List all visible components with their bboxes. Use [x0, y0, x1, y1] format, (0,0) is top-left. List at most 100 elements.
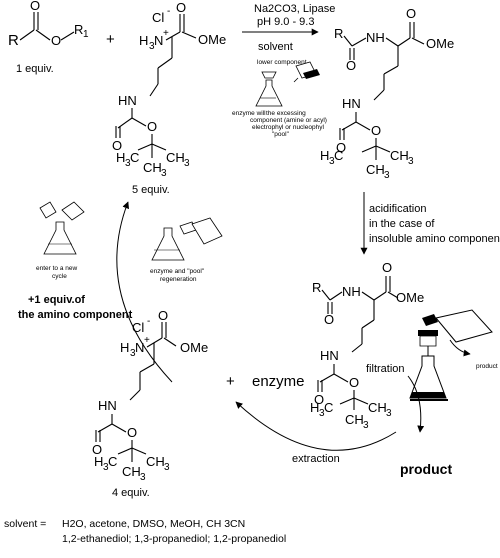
- svg-text:O: O: [336, 140, 346, 155]
- svg-text:CH: CH: [390, 148, 409, 163]
- amine-top-equiv: 5 equiv.: [132, 184, 170, 196]
- svg-text:HN: HN: [118, 93, 137, 108]
- svg-text:H: H: [120, 340, 129, 355]
- svg-text:O: O: [382, 260, 392, 275]
- solvent-key: solvent =: [4, 518, 47, 530]
- product-small-label: product: [476, 363, 498, 370]
- svg-text:3: 3: [329, 156, 335, 167]
- svg-text:3: 3: [384, 170, 390, 181]
- svg-text:CH: CH: [146, 454, 165, 469]
- svg-text:H: H: [94, 454, 103, 469]
- amine-salt-top: Cl - H 3 N + O OMe HN O O H 3 C CH 3 CH …: [112, 0, 226, 196]
- svg-text:3: 3: [161, 168, 167, 179]
- svg-text:3: 3: [125, 158, 131, 169]
- solvent-label: solvent: [258, 41, 293, 53]
- solvent-legend: solvent = H2O, acetone, DMSO, MeOH, CH 3C…: [4, 517, 496, 547]
- svg-text:-: -: [147, 316, 150, 327]
- ester-structure: R O O R 1 1 equiv.: [8, 0, 89, 75]
- svg-text:O: O: [158, 308, 168, 323]
- svg-text:O: O: [147, 119, 157, 134]
- reagent-line2: pH 9.0 - 9.3: [257, 16, 314, 28]
- plus-equiv-1: +1 equiv.of: [28, 294, 85, 306]
- new-cycle-flask-icon: [39, 201, 85, 255]
- reagent-line1: Na2CO3, Lipase: [254, 3, 335, 15]
- svg-text:O: O: [127, 425, 137, 440]
- svg-text:O: O: [406, 6, 416, 21]
- enzyme-note-4: electrophyl or nucleophyl: [252, 124, 324, 131]
- svg-text:CH: CH: [345, 412, 364, 427]
- svg-text:3: 3: [164, 462, 170, 473]
- svg-text:N: N: [154, 33, 163, 48]
- svg-text:3: 3: [140, 472, 146, 483]
- svg-text:Cl: Cl: [132, 320, 144, 335]
- svg-text:C: C: [108, 454, 117, 469]
- solvent-line-2: 1,2-ethanediol; 1,3-propanediol; 1,2-pro…: [62, 533, 287, 545]
- svg-text:O: O: [176, 0, 186, 15]
- enzyme-note-5: "pool": [272, 131, 290, 138]
- svg-text:O: O: [92, 442, 102, 457]
- svg-text:CH: CH: [366, 162, 385, 177]
- acidification-1: acidification: [369, 203, 426, 215]
- svg-text:C: C: [130, 150, 139, 165]
- svg-text:OMe: OMe: [180, 340, 208, 355]
- svg-text:O: O: [324, 312, 334, 327]
- enzyme-note-2: the excessing: [266, 110, 306, 117]
- reaction-vessel-icon: [255, 61, 320, 107]
- svg-text:H: H: [310, 400, 319, 415]
- svg-text:O: O: [349, 375, 359, 390]
- amine-bottom-equiv: 4 equiv.: [112, 487, 150, 499]
- svg-text:H: H: [116, 150, 125, 165]
- regeneration-caption-1: enzyme and "pool": [150, 268, 205, 275]
- svg-text:R: R: [74, 22, 83, 37]
- svg-text:+: +: [226, 373, 235, 390]
- extraction-arrow: [235, 401, 397, 451]
- svg-text:3: 3: [149, 41, 155, 52]
- svg-text:3: 3: [103, 462, 109, 473]
- svg-text:O: O: [346, 58, 356, 73]
- svg-text:R: R: [8, 32, 19, 49]
- svg-text:O: O: [314, 392, 324, 407]
- lower-component-label: lower component: [257, 59, 307, 66]
- ester-equiv: 1 equiv.: [16, 63, 54, 75]
- svg-text:R: R: [312, 280, 321, 295]
- extraction-label: extraction: [292, 453, 340, 465]
- svg-text:3: 3: [408, 156, 414, 167]
- enzyme-note-3: component (amine or acyl): [250, 117, 327, 124]
- svg-text:3: 3: [319, 408, 325, 419]
- svg-text:O: O: [51, 33, 61, 48]
- cycle-caption-2: cycle: [52, 273, 67, 280]
- svg-text:HN: HN: [342, 96, 361, 111]
- svg-text:CH: CH: [368, 400, 387, 415]
- svg-text:N: N: [135, 340, 144, 355]
- amide-product-mid: R O NH O OMe HN O O H 3 C CH 3 CH: [310, 260, 424, 431]
- svg-text:HN: HN: [98, 398, 117, 413]
- svg-text:1: 1: [83, 29, 89, 40]
- svg-text:O: O: [112, 138, 122, 153]
- svg-text:3: 3: [363, 420, 369, 431]
- svg-text:NH: NH: [342, 284, 361, 299]
- svg-text:H: H: [139, 33, 148, 48]
- amine-salt-bottom: Cl - H 3 N + O OMe HN O O H 3 C CH 3 CH …: [92, 308, 208, 499]
- svg-text:OMe: OMe: [198, 32, 226, 47]
- acidification-3: insoluble amino component: [369, 233, 500, 245]
- svg-text:OMe: OMe: [396, 290, 424, 305]
- svg-text:CH: CH: [166, 150, 185, 165]
- svg-text:OMe: OMe: [426, 36, 454, 51]
- acidification-2: in the case of: [369, 218, 435, 230]
- solvent-line-1: H2O, acetone, DMSO, MeOH, CH 3CN: [62, 518, 246, 530]
- enzyme-label: enzyme: [252, 373, 305, 390]
- svg-text:R: R: [334, 26, 343, 41]
- svg-text:+: +: [163, 28, 169, 39]
- enzyme-note-1: enzyme will: [232, 110, 266, 117]
- svg-text:-: -: [167, 6, 170, 17]
- svg-text:O: O: [371, 123, 381, 138]
- svg-text:+: +: [144, 335, 150, 346]
- cycle-caption-1: enter to a new: [36, 265, 77, 272]
- svg-text:3: 3: [130, 348, 136, 359]
- svg-text:C: C: [334, 148, 343, 163]
- svg-text:HN: HN: [320, 348, 339, 363]
- filtration-apparatus-icon: [409, 309, 493, 401]
- svg-text:Cl: Cl: [152, 10, 164, 25]
- svg-text:C: C: [324, 400, 333, 415]
